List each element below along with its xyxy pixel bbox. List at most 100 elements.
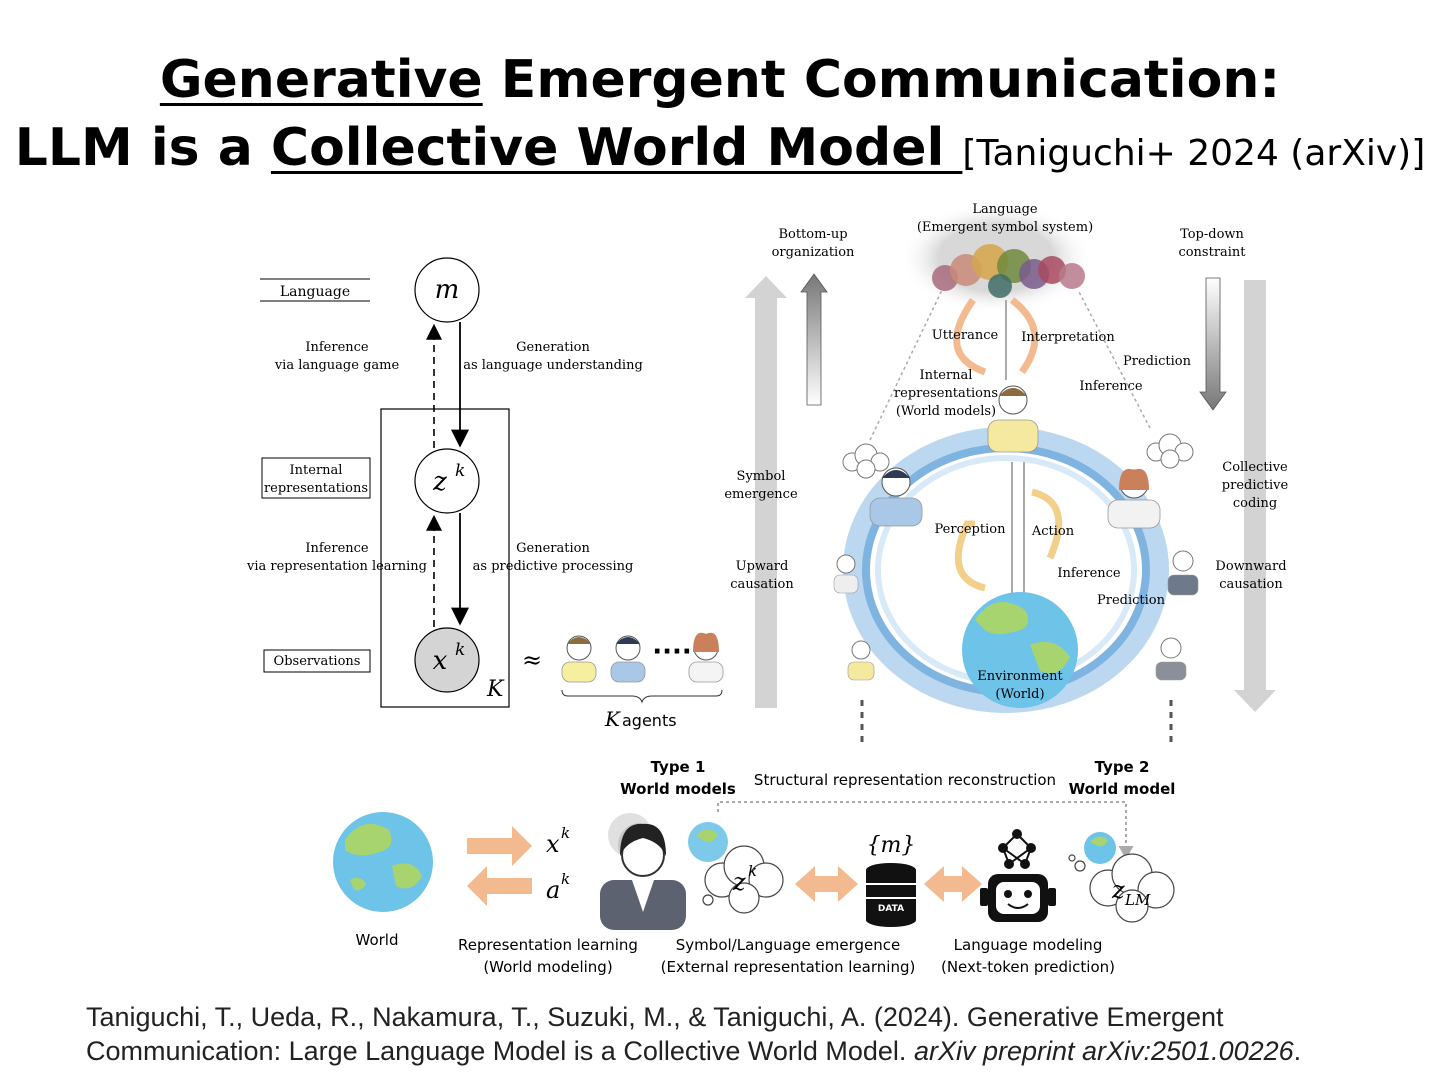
agent-stack-icon [600, 813, 686, 930]
row-label-internal-2: representations [264, 481, 368, 496]
edge-label-inference-lang-1: Inference [305, 340, 369, 355]
downward-causation-label-2: causation [1219, 577, 1283, 592]
symbol-emergence-arrow [795, 866, 858, 902]
action-arrow-bottom [467, 866, 532, 906]
title-collective-world-model: Collective World Model [270, 118, 963, 178]
person-right [1107, 468, 1161, 529]
k-agents-text: agents [622, 711, 677, 730]
downward-causation-arrow [1234, 280, 1276, 712]
collective-coding-label-3: coding [1233, 496, 1277, 511]
caption-symbol-2: (External representation learning) [661, 958, 916, 976]
thought-cloud-right [1146, 433, 1194, 469]
approx-symbol: ≈ [522, 646, 542, 674]
reference-end: . [1293, 1036, 1302, 1066]
edge-label-inference-rep-1: Inference [305, 541, 369, 556]
node-x [414, 627, 480, 693]
type2-label-2: World model [1069, 780, 1176, 798]
interpretation-arrow [1009, 297, 1039, 375]
plate [380, 408, 510, 708]
node-z [414, 448, 480, 514]
node-x-sup: k [455, 640, 465, 660]
top-down-arrow [1199, 277, 1227, 411]
speech-bubbles [932, 244, 1085, 298]
collective-diagram: Bottom-up organization Top-down constrai… [724, 202, 1289, 742]
agent-ellipsis: ···· [652, 637, 692, 667]
edge-label-generation-rep-1: Generation [516, 541, 590, 556]
internal-rep-label-2: representations [894, 386, 998, 401]
title-generative: Generative [159, 50, 483, 110]
edge-label-inference-lang-2: via language game [274, 358, 400, 373]
plate-label: K [486, 677, 505, 702]
caption-lm-2: (Next-token prediction) [941, 958, 1115, 976]
caption-symbol-1: Symbol/Language emergence [676, 936, 900, 954]
collective-coding-label-1: Collective [1222, 460, 1288, 475]
prediction-mid-label: Prediction [1097, 593, 1166, 608]
title-line1-rest: Emergent Communication: [482, 50, 1281, 110]
inference-top-label: Inference [1079, 379, 1143, 394]
dotted-link-right [1077, 289, 1151, 429]
reference-plain: Taniguchi, T., Ueda, R., Nakamura, T., S… [86, 1002, 1224, 1066]
prediction-top-label: Prediction [1123, 354, 1192, 369]
symbol-emergence-label-1: Symbol [737, 469, 786, 484]
collective-coding-label-2: predictive [1222, 478, 1289, 493]
type1-label-1: Type 1 [651, 758, 706, 776]
thought-cloud-left [842, 443, 890, 479]
action-arrow [1031, 488, 1063, 560]
agent-icon-1 [561, 635, 597, 683]
utterance-label: Utterance [932, 328, 999, 343]
internal-rep-label-3: (World models) [896, 404, 996, 419]
interpretation-label: Interpretation [1021, 330, 1115, 345]
type2-label-1: Type 2 [1095, 758, 1150, 776]
bottom-up-arrow [800, 273, 828, 406]
zk-sup: k [748, 862, 757, 880]
ak-sup: k [561, 870, 570, 888]
bottom-up-label-1: Bottom-up [778, 227, 847, 242]
ak-label: a [546, 876, 560, 904]
edge-label-generation-lang-2: as language understanding [463, 358, 643, 373]
agents-brace [561, 689, 723, 704]
edge-label-generation-rep-2: as predictive processing [473, 559, 634, 574]
top-down-label-2: constraint [1178, 245, 1246, 260]
person-left [869, 467, 923, 527]
reference-citation: Taniguchi, T., Ueda, R., Nakamura, T., S… [86, 1000, 1406, 1068]
language-label-1: Language [972, 202, 1038, 217]
dotted-link-left [869, 289, 943, 441]
inference-mid-label: Inference [1057, 566, 1121, 581]
upward-causation-label-1: Upward [736, 559, 789, 574]
action-label: Action [1031, 524, 1075, 539]
world-label: World [356, 931, 399, 949]
structural-reconstruction-label: Structural representation reconstruction [754, 771, 1056, 789]
robot-llm-icon [980, 829, 1056, 922]
k-agents-k: K [604, 707, 621, 731]
row-label-internal-1: Internal [290, 463, 343, 478]
caption-representation-1: Representation learning [458, 936, 638, 954]
top-down-label-1: Top-down [1180, 227, 1244, 242]
node-x-label: x [433, 646, 448, 676]
zlm-sub: LM [1124, 891, 1151, 909]
perception-arrow [954, 520, 986, 592]
reconstruction-bracket [717, 801, 1127, 852]
xk-sup: k [561, 824, 570, 842]
caption-representation-2: (World modeling) [483, 958, 612, 976]
person-far-right-2 [1155, 637, 1187, 681]
language-modeling-arrow [924, 866, 982, 902]
agent-icon-2 [610, 635, 646, 683]
title-line2-prefix: LLM is a [14, 118, 271, 178]
zlm-label: z [1111, 876, 1125, 904]
edge-label-generation-lang-1: Generation [516, 340, 590, 355]
perception-label: Perception [935, 522, 1007, 537]
upward-causation-arrow [745, 276, 787, 708]
row-label-observations: Observations [274, 654, 361, 669]
title-line-1: Generative Emergent Communication: [0, 50, 1440, 110]
data-label: DATA [878, 904, 904, 914]
person-far-right-1 [1167, 550, 1199, 596]
caption-lm-1: Language modeling [954, 936, 1103, 954]
agent-icon-3 [688, 632, 724, 683]
downward-causation-label-1: Downward [1215, 559, 1286, 574]
node-m-label: m [435, 275, 460, 305]
zk-thought-cloud [702, 845, 784, 914]
xk-label: x [546, 830, 560, 858]
zlm-thought-cloud [1068, 853, 1175, 923]
edge-label-inference-rep-2: via representation learning [246, 559, 427, 574]
